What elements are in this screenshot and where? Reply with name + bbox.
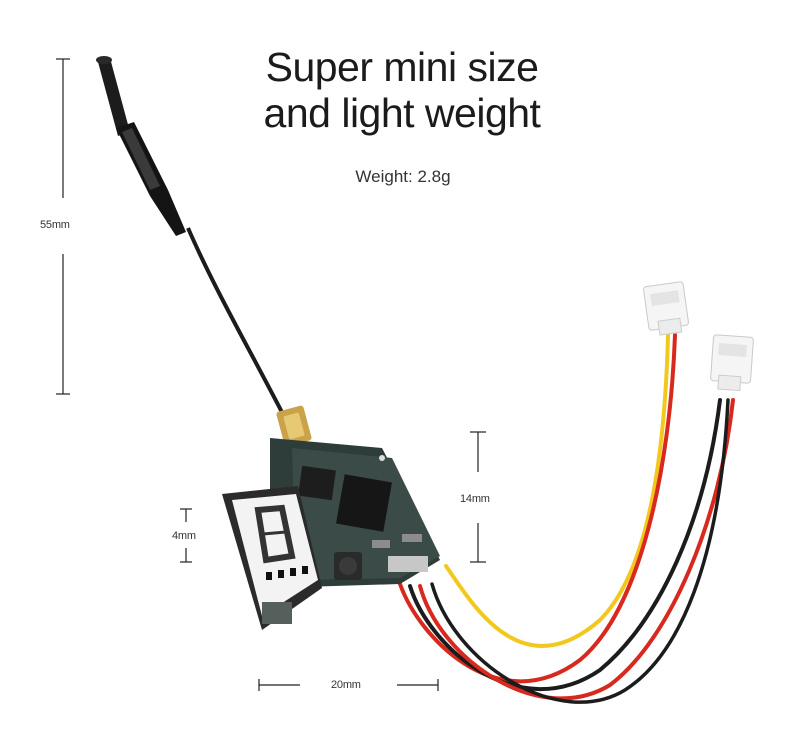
dim-line-20mm	[258, 679, 439, 691]
seven-segment-display	[222, 486, 322, 630]
wire-red-1	[398, 333, 677, 684]
headline-line-1: Super mini size	[265, 44, 539, 90]
wire-red-2	[418, 398, 735, 701]
wire-yellow-1	[444, 333, 670, 648]
weight-label: Weight: 2.8g	[355, 167, 451, 186]
connector-2	[710, 334, 754, 392]
dimension-lines	[56, 58, 486, 691]
dimension-height-label: 14mm	[460, 493, 490, 505]
dimension-thickness-label: 4mm	[172, 530, 196, 542]
wires	[398, 333, 735, 704]
connector-1	[643, 281, 689, 336]
dimension-width-label: 20mm	[331, 679, 361, 691]
headline-line-2: and light weight	[263, 90, 541, 136]
dim-line-4mm	[180, 508, 192, 563]
headline: Super mini size and light weight	[200, 44, 604, 136]
antenna	[96, 56, 312, 447]
wire-black-2	[430, 398, 730, 704]
dimension-length-label: 55mm	[40, 219, 70, 231]
dim-line-55mm	[56, 58, 70, 395]
dim-line-14mm	[470, 431, 486, 563]
wire-black-1	[408, 398, 722, 692]
